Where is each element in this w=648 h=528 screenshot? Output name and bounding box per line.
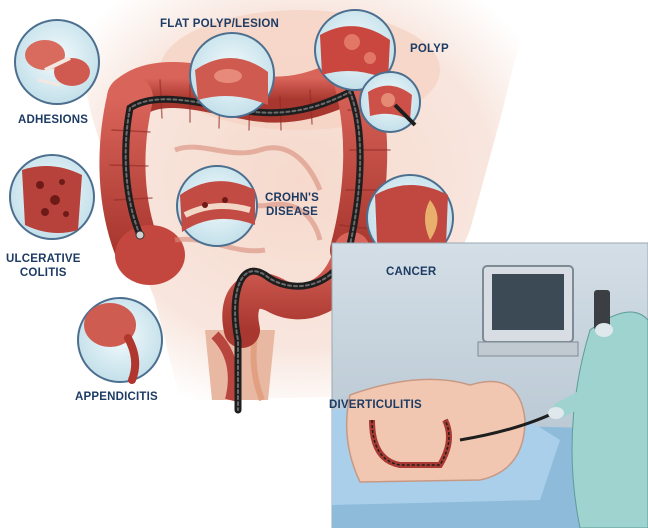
inset-crohns-disease bbox=[177, 166, 257, 246]
inset-adhesions bbox=[15, 20, 99, 104]
label-ulcerative-colitis: ULCERATIVE COLITIS bbox=[6, 252, 81, 280]
label-crohns-line1: CROHN'S bbox=[265, 191, 319, 205]
procedure-scene bbox=[332, 243, 648, 528]
label-polyp: POLYP bbox=[410, 42, 449, 56]
label-ulcerative-line1: ULCERATIVE bbox=[6, 252, 81, 266]
inset-polyp-small bbox=[360, 72, 420, 132]
label-cancer: CANCER bbox=[386, 265, 436, 279]
inset-flat-polyp bbox=[190, 33, 274, 117]
inset-appendicitis bbox=[78, 298, 162, 382]
label-flat-polyp-lesion: FLAT POLYP/LESION bbox=[160, 17, 279, 31]
inset-ulcerative-colitis bbox=[10, 155, 94, 239]
monitor bbox=[478, 266, 578, 356]
label-ulcerative-line2: COLITIS bbox=[6, 266, 81, 280]
label-adhesions: ADHESIONS bbox=[18, 113, 88, 127]
label-diverticulitis: DIVERTICULITIS bbox=[329, 398, 422, 412]
label-crohns-disease: CROHN'S DISEASE bbox=[265, 191, 319, 219]
label-crohns-line2: DISEASE bbox=[265, 205, 319, 219]
label-appendicitis: APPENDICITIS bbox=[75, 390, 158, 404]
